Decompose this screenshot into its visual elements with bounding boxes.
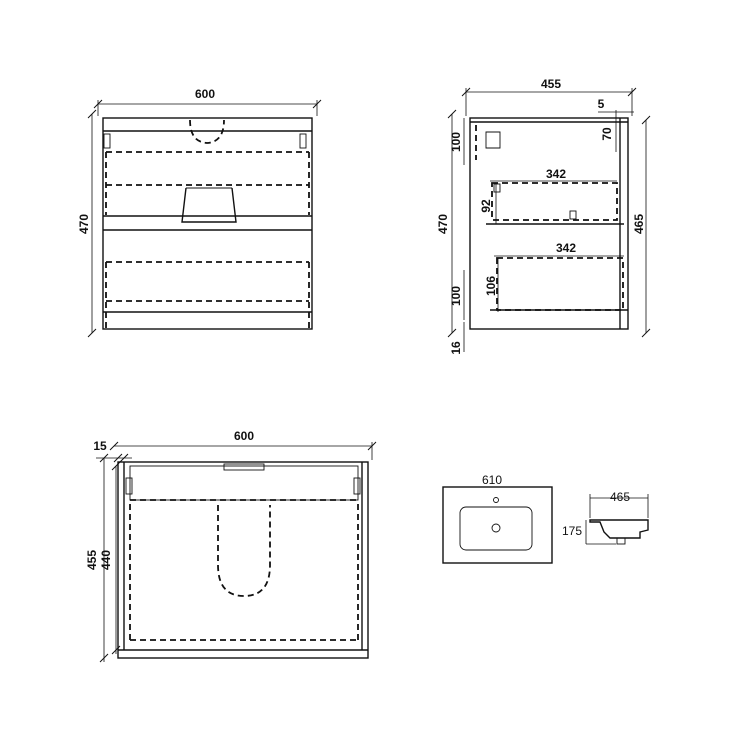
side-base-offset-label: 16 (449, 341, 463, 355)
plan-view: 600 15 455 440 (85, 429, 377, 663)
side-overall-height-label: 470 (436, 214, 450, 234)
side-drawer1-depth-label: 342 (546, 167, 566, 181)
basin-bowl (459, 506, 533, 551)
side-upper-gap-label: 100 (449, 132, 463, 152)
basin-profile-height-label: 175 (562, 524, 582, 538)
basin-plan: 610 (442, 473, 553, 564)
front-view: 600 470 (77, 87, 322, 338)
side-top-depth-label: 70 (600, 127, 614, 141)
basin-drain (491, 523, 501, 533)
basin-profile-outline (589, 519, 649, 539)
basin-profile-depth-label: 465 (610, 490, 630, 504)
plan-inner-depth-label: 440 (99, 550, 113, 570)
front-height-label: 470 (77, 214, 91, 234)
front-cabinet-outline (102, 117, 313, 330)
side-depth-label: 455 (541, 77, 561, 91)
tap-hole (493, 497, 499, 503)
side-body-height-label: 465 (632, 214, 646, 234)
side-view: 455 5 70 100 342 92 342 106 100 470 465 (436, 77, 651, 355)
side-drawer2-height-label: 106 (484, 276, 498, 296)
front-width-label: 600 (195, 87, 215, 101)
plan-depth-label: 455 (85, 550, 99, 570)
basin-profile: 465 175 (562, 490, 649, 545)
side-top-offset-label: 5 (598, 97, 605, 111)
side-cabinet-outline (469, 117, 629, 330)
plan-cabinet-outline (117, 461, 369, 659)
side-drawer1-height-label: 92 (479, 199, 493, 213)
plan-width-label: 600 (234, 429, 254, 443)
side-drawer2-depth-label: 342 (556, 241, 576, 255)
plan-side-offset-label: 15 (93, 439, 107, 453)
side-bottom-gap-label: 100 (449, 286, 463, 306)
basin-width-label: 610 (482, 473, 502, 487)
